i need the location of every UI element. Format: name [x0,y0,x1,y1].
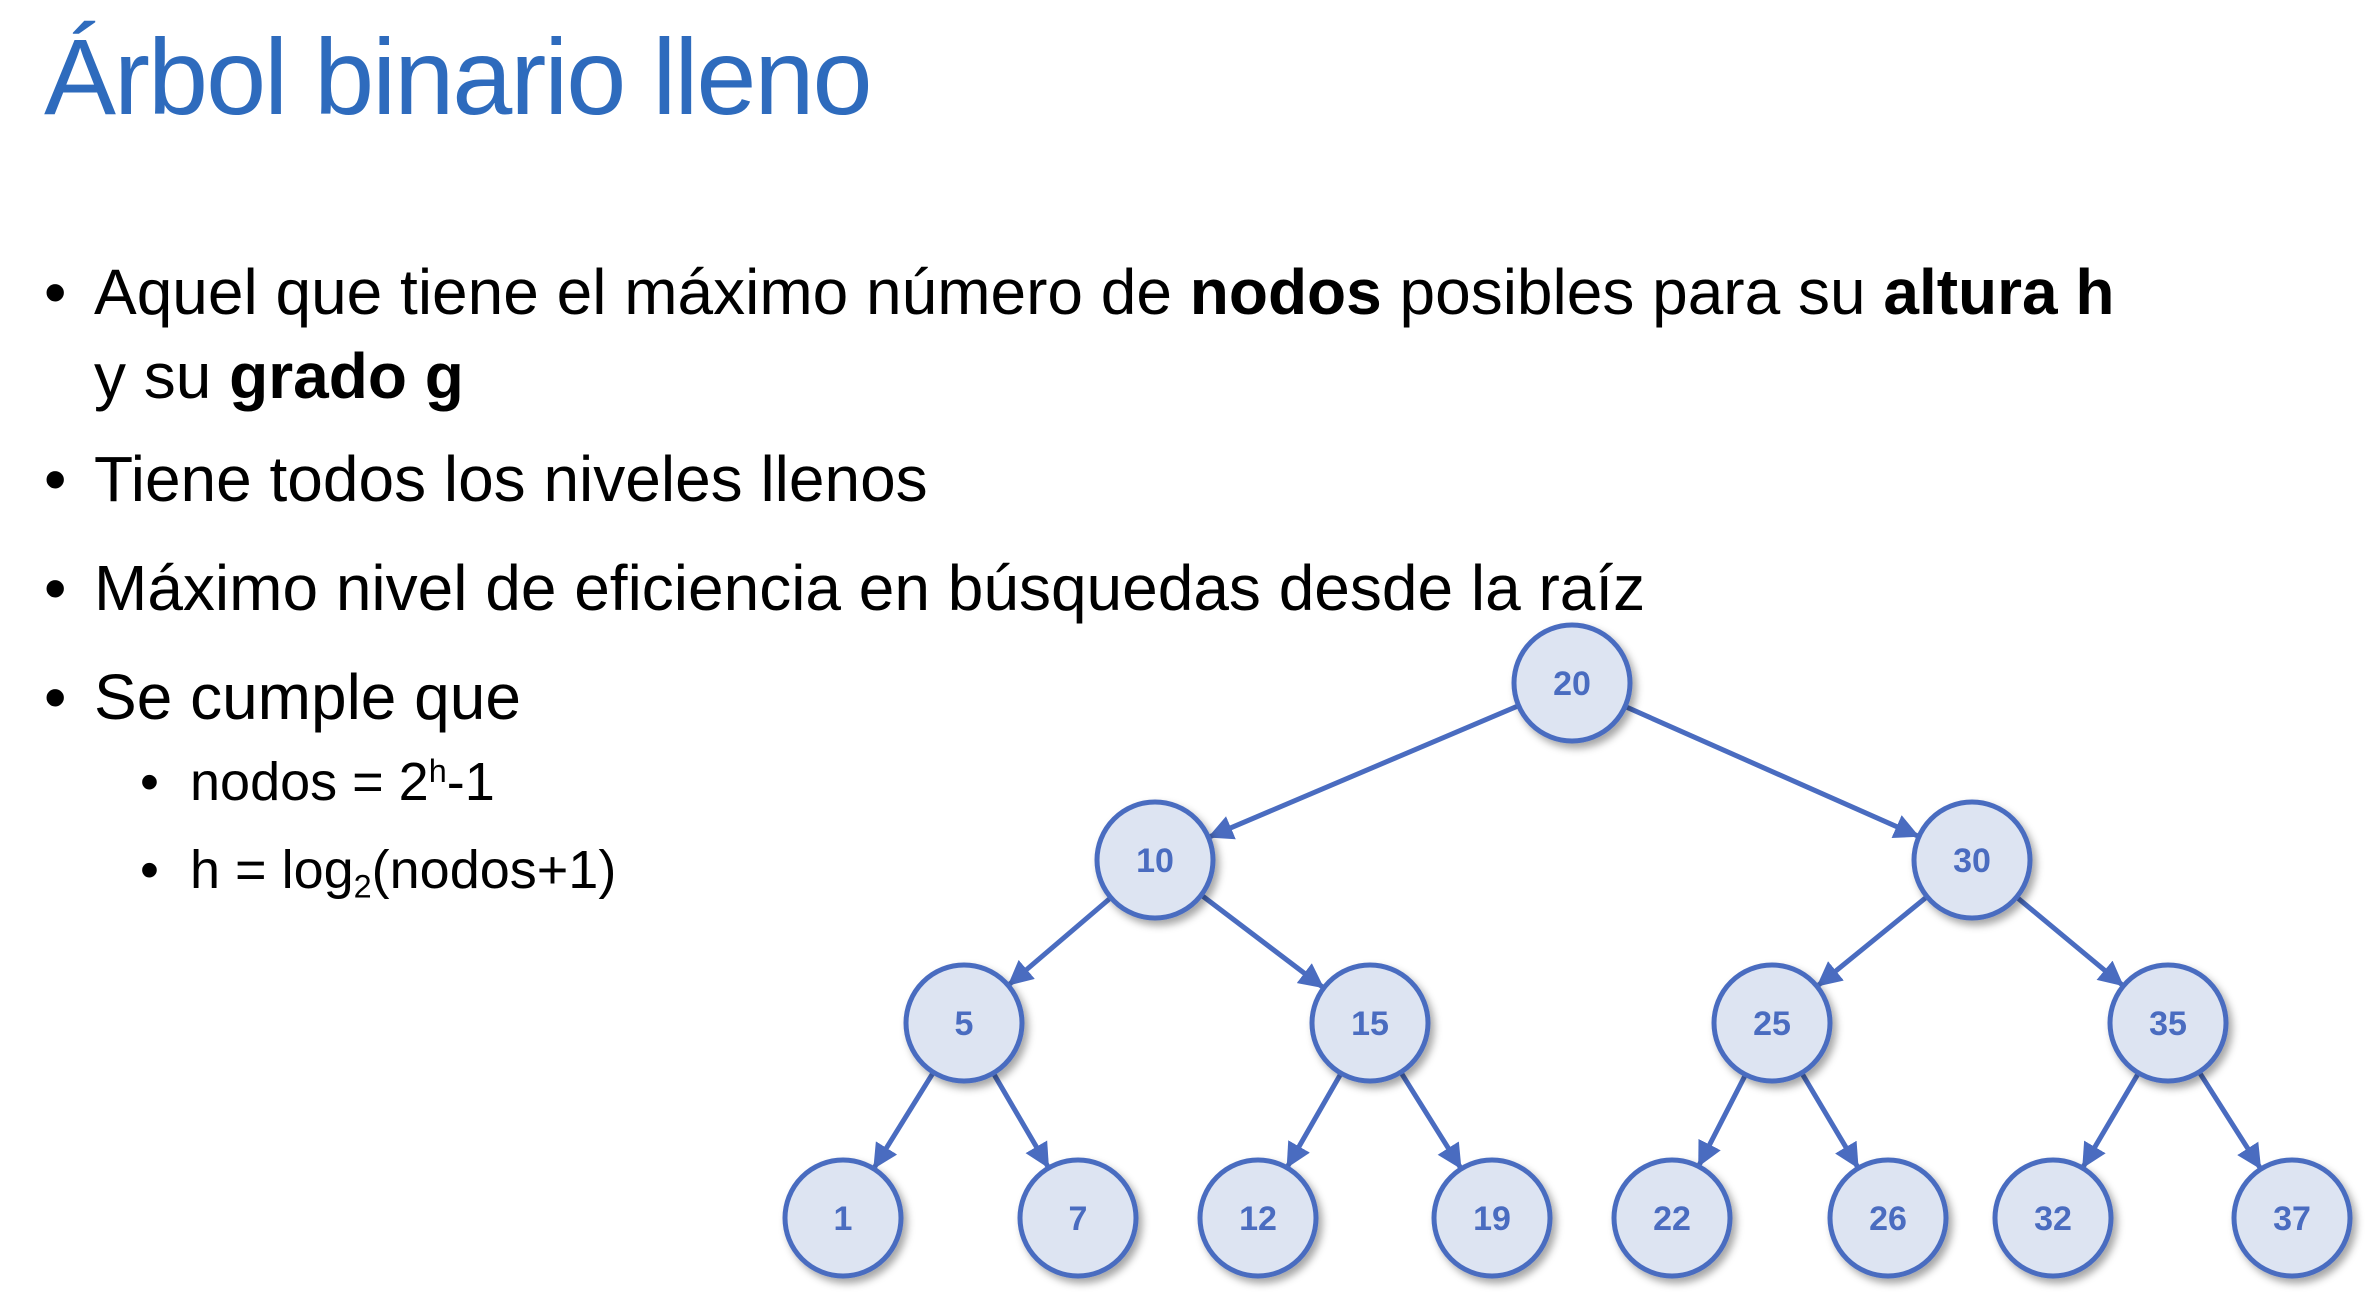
tree-node-circle [2107,962,2229,1084]
bullet-text: Se cumple que [94,661,521,733]
tree-node-circle [1309,962,1431,1084]
tree-edge-n10-n5 [1007,895,1113,986]
tree-node-circle [1431,1157,1553,1279]
tree-node-circle [1094,799,1216,921]
tree-node-10: 10 [1094,799,1216,921]
bullet-text: Aquel que tiene el máximo número de [94,256,1190,328]
tree-node-circle [1611,1157,1733,1279]
tree-node-circle [782,1157,904,1279]
tree-edge-n15-n12 [1285,1072,1344,1169]
tree-edge-n5-n7 [991,1071,1050,1169]
slide-title: Árbol binario lleno [44,16,873,137]
bold-term-altura: altura h [1883,256,2115,328]
tree-edge-n20-n10 [1207,703,1520,840]
tree-node-1: 1 [782,1157,904,1279]
tree-edge-n20-n30 [1624,704,1920,839]
tree-edge-n35-n37 [2197,1070,2262,1170]
tree-edge-n30-n25 [1816,894,1929,988]
tree-node-circle [1017,1157,1139,1279]
tree-node-19: 19 [1431,1157,1553,1279]
tree-edge-n5-n1 [872,1070,936,1170]
bullet-text: Tiene todos los niveles llenos [94,443,928,515]
tree-edge-n35-n32 [2081,1071,2141,1169]
tree-node-circle [1911,799,2033,921]
tree-node-label: 30 [1953,842,1991,880]
sub-bullet-dot: • [140,752,159,812]
bullet-text: Máximo nivel de eficiencia en búsquedas … [94,552,1646,624]
tree-edge-n25-n26 [1799,1071,1860,1169]
tree-node-26: 26 [1827,1157,1949,1279]
tree-node-circle [1992,1157,2114,1279]
tree-edge-n30-n35 [2014,895,2124,987]
tree-node-25: 25 [1711,962,1833,1084]
tree-node-37: 37 [2231,1157,2353,1279]
bullet-text: posibles para su [1381,256,1884,328]
tree-node-label: 35 [2149,1005,2187,1043]
tree-node-label: 10 [1136,842,1174,880]
tree-node-label: 12 [1239,1200,1277,1238]
tree-edges [872,703,2262,1170]
bullet-dot: • [44,443,67,515]
tree-node-circle [903,962,1025,1084]
tree-node-label: 19 [1473,1200,1511,1238]
tree-nodes: 20 10 30 5 15 25 35 1 7 12 19 22 26 32 37 [782,622,2353,1279]
tree-edge-n15-n19 [1398,1070,1463,1170]
tree-node-circle [1511,622,1633,744]
bullet-dot: • [44,661,67,733]
tree-node-15: 15 [1309,962,1431,1084]
tree-node-circle [1827,1157,1949,1279]
tree-node-circle [1711,962,1833,1084]
tree-node-32: 32 [1992,1157,2114,1279]
tree-node-label: 37 [2273,1200,2311,1238]
bullet-dot: • [44,256,67,328]
exponent: h [428,753,447,790]
tree-node-7: 7 [1017,1157,1139,1279]
tree-node-label: 20 [1553,665,1591,703]
tree-node-label: 25 [1753,1005,1791,1043]
tree-node-circle [2231,1157,2353,1279]
log-base: 2 [353,868,372,905]
tree-node-circle [1197,1157,1319,1279]
tree-node-label: 1 [834,1200,853,1238]
tree-node-35: 35 [2107,962,2229,1084]
bold-term-grado: grado g [229,340,464,412]
tree-node-label: 32 [2034,1200,2072,1238]
bullet-dot: • [44,552,67,624]
tree-node-22: 22 [1611,1157,1733,1279]
tree-edge-n10-n15 [1199,893,1325,989]
tree-node-label: 22 [1653,1200,1691,1238]
tree-node-20: 20 [1511,622,1633,744]
sub-bullet-dot: • [140,840,159,900]
tree-edge-n25-n22 [1697,1073,1748,1167]
bullet-text: y su [94,340,230,412]
tree-node-label: 26 [1869,1200,1907,1238]
tree-node-label: 15 [1351,1005,1389,1043]
tree-node-label: 5 [955,1005,974,1043]
tree-node-5: 5 [903,962,1025,1084]
tree-node-30: 30 [1911,799,2033,921]
bold-term-nodos: nodos [1189,256,1382,328]
tree-node-12: 12 [1197,1157,1319,1279]
tree-node-label: 7 [1069,1200,1088,1238]
